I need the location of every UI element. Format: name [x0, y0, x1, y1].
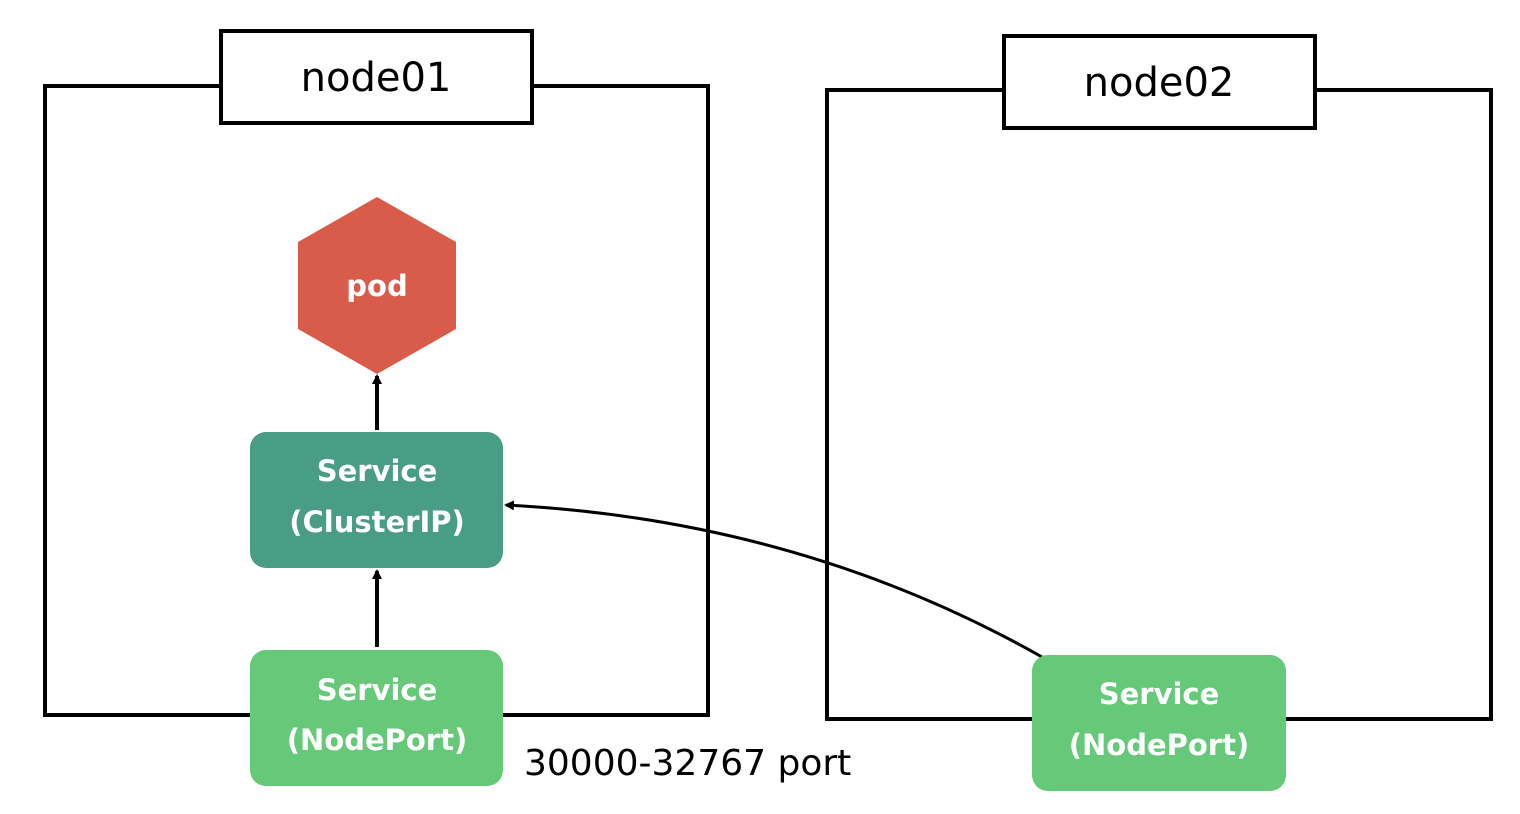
service-nodeport-node02-line2: (NodePort) [1069, 728, 1249, 762]
service-clusterip-line2: (ClusterIP) [289, 505, 465, 539]
node02-label: node02 [1084, 60, 1235, 106]
arrow-nodeport02-to-clusterip [504, 500, 1043, 659]
service-nodeport-node01-line1: Service [317, 673, 438, 707]
service-clusterip-line1: Service [317, 454, 438, 488]
service-nodeport-node02: Service (NodePort) [1032, 655, 1286, 791]
pod-hexagon [298, 197, 456, 374]
pod-label: pod [346, 269, 407, 303]
service-nodeport-node01: Service (NodePort) [250, 650, 503, 786]
node02-label-box [1002, 34, 1317, 130]
port-range-label: 30000-32767 port [524, 743, 851, 784]
node01-label-box [219, 29, 534, 125]
service-nodeport-node02-box [1032, 655, 1286, 791]
service-clusterip-box [250, 432, 503, 568]
service-clusterip: Service (ClusterIP) [250, 432, 503, 568]
node02-frame [825, 88, 1493, 721]
node02-group: node02 [825, 34, 1493, 721]
service-nodeport-node01-box [250, 650, 503, 786]
service-nodeport-node02-line1: Service [1099, 677, 1220, 711]
node01-label: node01 [301, 55, 452, 101]
service-nodeport-node01-line2: (NodePort) [287, 723, 467, 757]
pod: pod [298, 197, 456, 374]
